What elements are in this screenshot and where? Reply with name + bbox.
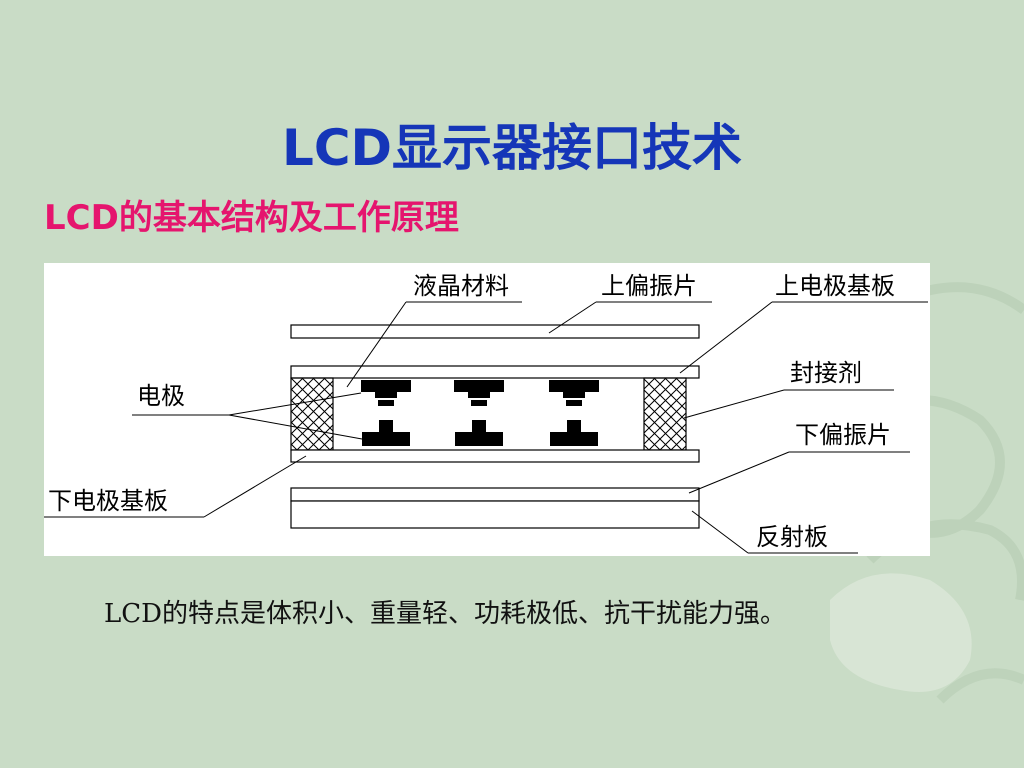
label-upper-polarizer: 上偏振片	[601, 272, 697, 300]
label-lower-substrate: 下电极基板	[48, 487, 168, 515]
label-lower-polarizer: 下偏振片	[795, 421, 891, 449]
label-electrode: 电极	[137, 382, 185, 410]
sealant-left	[290, 377, 334, 451]
slide-title: LCD显示器接口技术	[281, 119, 743, 177]
upper-polarizer-layer	[290, 324, 700, 339]
label-upper-substrate: 上电极基板	[775, 272, 895, 300]
lower-substrate-layer	[290, 449, 700, 463]
reflector-layer	[290, 500, 700, 529]
electrode-pair-2	[454, 380, 504, 446]
lower-polarizer-layer	[290, 487, 700, 502]
label-liquid-crystal: 液晶材料	[413, 272, 509, 300]
electrode-pair-1	[361, 380, 411, 446]
label-reflector: 反射板	[756, 523, 828, 551]
feature-description: LCD的特点是体积小、重量轻、功耗极低、抗干扰能力强。	[104, 599, 787, 629]
lcd-structure-diagram: 液晶材料 上偏振片 上电极基板 电极 封接剂 下偏振片 下电极基板 反射板	[44, 263, 930, 556]
sealant-right	[643, 377, 687, 451]
slide-subtitle: LCD的基本结构及工作原理	[44, 198, 459, 238]
upper-substrate-layer	[290, 365, 700, 379]
electrode-pair-3	[549, 380, 599, 446]
label-sealant: 封接剂	[790, 359, 862, 387]
electrodes	[361, 380, 599, 446]
